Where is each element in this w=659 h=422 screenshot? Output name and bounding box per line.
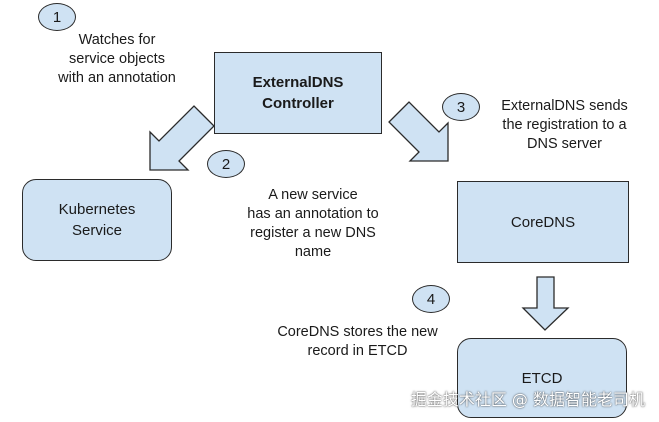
arrow-controller-to-kubernetes — [149, 105, 215, 171]
step-3-line: the registration to a — [502, 117, 627, 133]
step-1-description: Watches for service objects with an anno… — [52, 31, 182, 88]
step-2-line: A new service — [268, 187, 358, 203]
kubernetes-label-line1: Kubernetes — [58, 201, 136, 218]
step-1-number: 1 — [52, 8, 62, 26]
controller-label-line2: Controller — [262, 95, 334, 112]
step-1-line: Watches for — [78, 32, 156, 48]
arrow-controller-to-coredns — [388, 101, 449, 162]
step-2-number: 2 — [221, 155, 231, 173]
step-2-description: A new service has an annotation to regis… — [228, 186, 398, 262]
step-4-badge: 4 — [412, 285, 450, 313]
step-4-description: CoreDNS stores the new record in ETCD — [270, 323, 445, 361]
etcd-box: ETCD — [457, 338, 627, 418]
step-3-line: ExternalDNS sends — [501, 98, 628, 114]
step-4-number: 4 — [426, 290, 436, 308]
step-1-badge: 1 — [38, 3, 76, 31]
step-4-line: record in ETCD — [307, 343, 408, 359]
kubernetes-service-box: Kubernetes Service — [22, 179, 172, 261]
step-3-badge: 3 — [442, 93, 480, 121]
step-2-line: has an annotation to — [247, 206, 379, 222]
externaldns-controller-box: ExternalDNS Controller — [214, 52, 382, 134]
arrow-coredns-to-etcd — [521, 276, 570, 331]
step-1-line: with an annotation — [58, 70, 176, 86]
step-3-number: 3 — [456, 98, 466, 116]
controller-label-line1: ExternalDNS — [252, 74, 344, 91]
step-2-line: name — [294, 244, 332, 260]
kubernetes-label-line2: Service — [71, 222, 123, 239]
step-2-badge: 2 — [207, 150, 245, 178]
step-1-line: service objects — [69, 51, 165, 67]
step-2-line: register a new DNS — [250, 225, 376, 241]
watermark-text: 掘金技术社区 @ 数据智能老司机 — [410, 390, 645, 409]
coredns-box: CoreDNS — [457, 181, 629, 263]
step-3-description: ExternalDNS sends the registration to a … — [487, 97, 642, 154]
step-4-line: CoreDNS stores the new — [277, 324, 438, 340]
coredns-label: CoreDNS — [510, 213, 576, 231]
etcd-label: ETCD — [521, 369, 563, 387]
step-3-line: DNS server — [527, 136, 602, 152]
